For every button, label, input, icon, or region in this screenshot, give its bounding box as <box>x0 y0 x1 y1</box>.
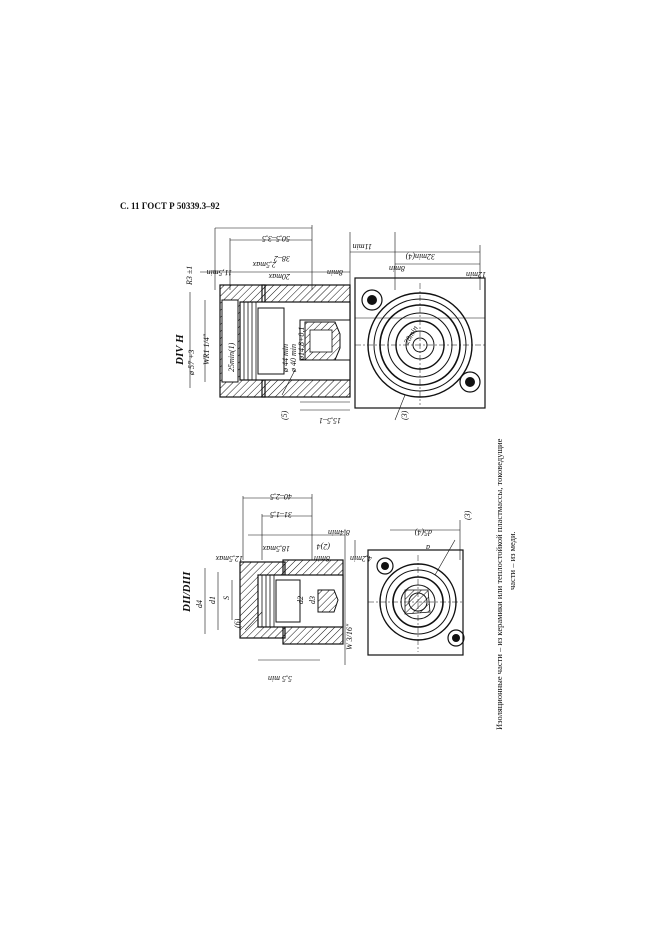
svg-text:38–2: 38–2 <box>274 254 291 263</box>
note-line-1: Изоляционные части – из керамики или теп… <box>494 438 504 730</box>
right-section-view <box>189 225 481 411</box>
svg-text:8min: 8min <box>314 554 330 563</box>
svg-text:31–1,5: 31–1,5 <box>270 510 293 519</box>
page-header: С. 11 ГОСТ Р 50339.3–92 <box>120 201 220 211</box>
svg-text:ø 40 min: ø 40 min <box>289 344 298 373</box>
svg-text:d3: d3 <box>308 596 317 604</box>
left-section-view <box>204 494 461 665</box>
svg-text:32min(4): 32min(4) <box>405 252 436 261</box>
left-view-title: DII/DIII <box>181 571 193 613</box>
svg-text:R3 ±1: R3 ±1 <box>185 266 194 286</box>
svg-text:11,5min: 11,5min <box>207 268 232 277</box>
left-plan-view <box>367 539 465 656</box>
svg-text:W 3/16": W 3/16" <box>345 623 354 650</box>
svg-text:d4: d4 <box>195 600 204 608</box>
svg-text:12min: 12min <box>466 270 486 279</box>
svg-text:15,5–1: 15,5–1 <box>319 416 341 425</box>
material-note: Изоляционные части – из керамики или теп… <box>493 390 537 730</box>
svg-text:ø 57 +3: ø 57 +3 <box>187 350 196 376</box>
svg-text:8,4min: 8,4min <box>328 528 350 537</box>
svg-text:20max: 20max <box>268 272 290 281</box>
svg-text:8min: 8min <box>327 268 343 277</box>
right-plan-view <box>354 277 486 421</box>
svg-text:5,5 min: 5,5 min <box>268 674 292 683</box>
svg-text:12,5max: 12,5max <box>215 554 243 563</box>
svg-text:ø14,8+0,1: ø14,8+0,1 <box>297 327 306 361</box>
svg-text:(3): (3) <box>400 410 409 420</box>
svg-text:(5): (5) <box>280 410 289 420</box>
note-line-2: части – из меди. <box>507 531 517 590</box>
svg-text:S: S <box>222 596 231 600</box>
svg-text:(3): (3) <box>463 510 472 520</box>
svg-text:11min: 11min <box>353 242 372 251</box>
svg-text:50,5–3,5: 50,5–3,5 <box>262 234 290 243</box>
left-view-labels: DII/DIII d4 d1 S d2 d3 (6) W 3/16" 5,5 m… <box>181 492 472 683</box>
svg-text:WR1 1/4": WR1 1/4" <box>202 333 211 365</box>
svg-text:d1: d1 <box>208 596 217 604</box>
svg-text:a: a <box>426 543 430 552</box>
right-view-labels: DIV H ø 57 +3 WR1 1/4" 25min(1) ø 44 min… <box>174 234 486 425</box>
svg-text:2,5max: 2,5max <box>252 260 276 269</box>
svg-text:(6): (6) <box>233 618 242 628</box>
svg-text:8min: 8min <box>389 264 405 273</box>
svg-text:4,2min: 4,2min <box>350 554 372 563</box>
right-view-title: DIV H <box>174 334 186 366</box>
svg-text:40–2,5: 40–2,5 <box>270 492 292 501</box>
svg-text:18,5max: 18,5max <box>262 544 290 553</box>
svg-text:ø 44 min: ø 44 min <box>281 344 290 373</box>
svg-text:d2: d2 <box>296 596 305 604</box>
svg-text:(2)4: (2)4 <box>317 542 330 551</box>
svg-text:d5(4): d5(4) <box>414 528 432 537</box>
svg-text:25min(1): 25min(1) <box>227 342 236 372</box>
